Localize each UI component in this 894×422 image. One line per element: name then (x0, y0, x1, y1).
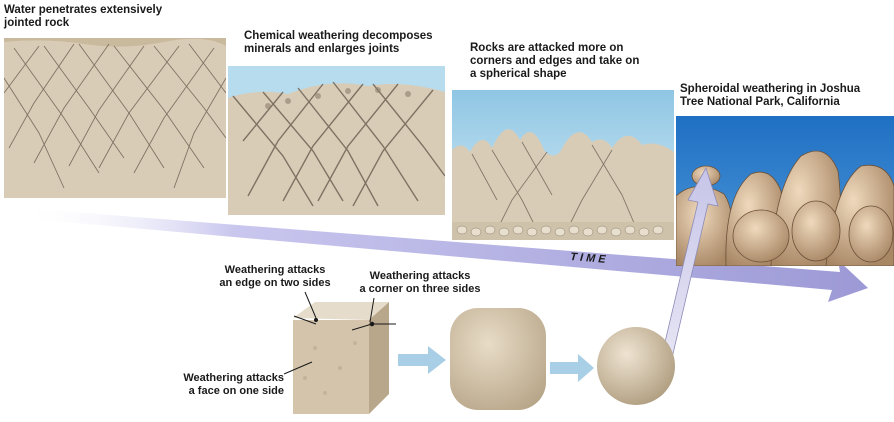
stage-3-caption: Rocks are attacked more on corners and e… (470, 42, 640, 80)
stage-1-caption: Water penetrates extensively jointed roc… (4, 4, 163, 29)
time-label: T I M E (570, 251, 607, 266)
arrow-cube-to-rounded (398, 346, 446, 374)
corner-label: Weathering attacks a corner on three sid… (359, 270, 481, 295)
edge-label: Weathering attacks an edge on two sides (219, 264, 331, 289)
panel-jointed-rock (4, 38, 226, 198)
cube-block (293, 302, 389, 414)
arrow-rounded-to-sphere (550, 354, 594, 382)
stage-2-caption: Chemical weathering decomposes minerals … (244, 30, 433, 55)
sphere-block (597, 327, 675, 405)
panel-rounding-corners (452, 90, 674, 240)
panel-chemical-weathering (228, 66, 445, 215)
photo-caption: Spheroidal weathering in Joshua Tree Nat… (680, 83, 861, 108)
sphere-to-photo-arrow (661, 166, 719, 359)
time-arrow: T I M E (20, 208, 868, 302)
rounded-block (450, 308, 546, 410)
face-label: Weathering attacks a face on one side (183, 372, 284, 397)
cube-leader-lines (283, 291, 396, 375)
